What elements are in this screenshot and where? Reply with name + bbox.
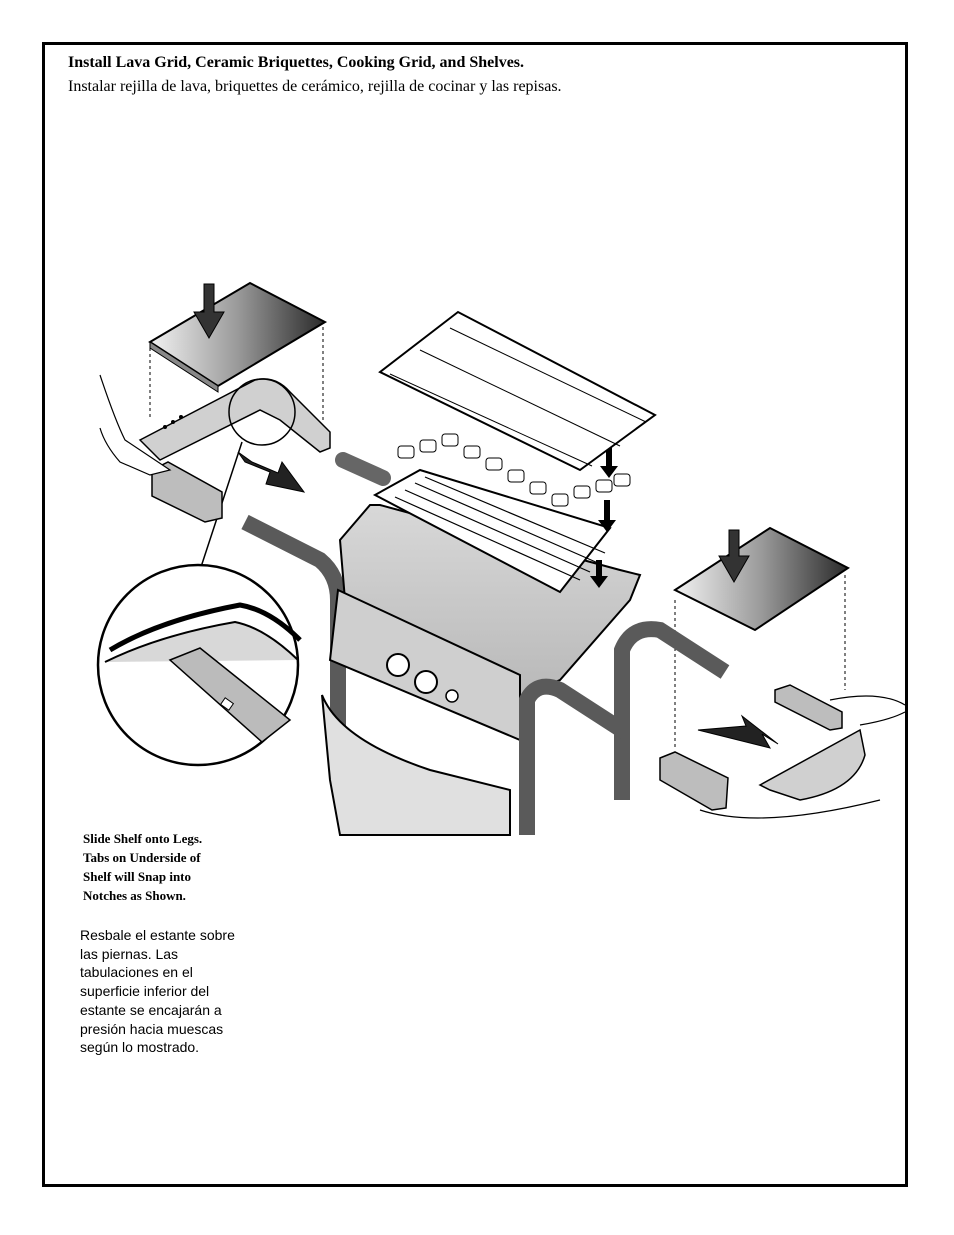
ceramic-briquettes-icon [397, 433, 631, 507]
title-spanish: Instalar rejilla de lava, briquettes de … [68, 78, 562, 95]
slide-arrow-icon [237, 451, 306, 493]
hand-icon [99, 374, 172, 476]
title-english: Install Lava Grid, Ceramic Briquettes, C… [68, 54, 525, 71]
lava-grid-icon [372, 468, 612, 594]
detail-magnifier-icon [228, 378, 296, 446]
page-border [42, 42, 908, 1187]
instruction-note-spanish: Resbale el estante sobre las piernas. La… [80, 927, 235, 1056]
side-shelf-icon [148, 281, 328, 393]
instruction-heading: Install Lava Grid, Ceramic Briquettes, C… [68, 52, 608, 98]
down-arrow-icon [193, 283, 225, 340]
cooking-grid-icon [378, 310, 657, 472]
instruction-note-english: Slide Shelf onto Legs. Tabs on Underside… [83, 831, 203, 903]
